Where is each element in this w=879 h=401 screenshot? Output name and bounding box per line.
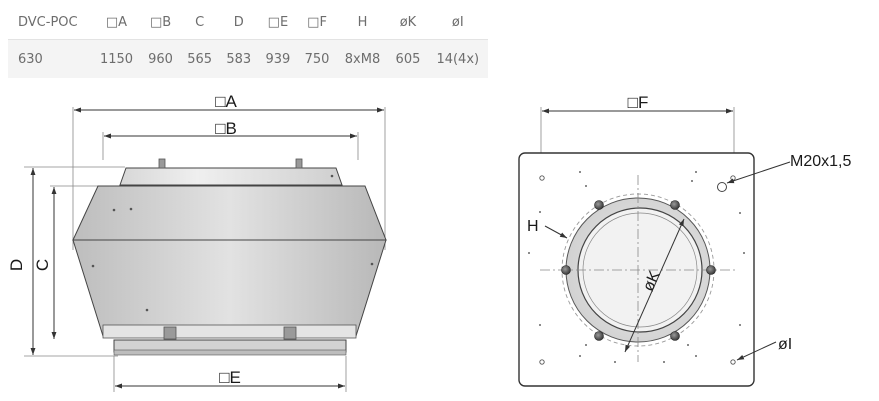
cell-a: 1150 [92, 39, 141, 78]
label-b: □B [215, 119, 237, 138]
fan-housing [72, 158, 387, 356]
header-model: DVC-POC [8, 5, 92, 40]
label-f: □F [628, 93, 649, 112]
dimension-b [102, 132, 359, 160]
label-d: D [7, 259, 26, 271]
bracket-left [163, 326, 177, 340]
cell-d: 583 [219, 39, 259, 78]
header-d: D [219, 5, 259, 40]
cell-model: 630 [8, 39, 92, 78]
label-i: øI [778, 336, 792, 353]
cell-b: 960 [140, 39, 181, 78]
cell-e: 939 [258, 39, 298, 78]
cell-h: 8xM8 [336, 39, 389, 78]
cell-i: 14(4x) [427, 39, 488, 78]
label-c: C [33, 259, 52, 271]
side-view: □A □B D C [7, 92, 387, 392]
diameter-k-line [624, 218, 685, 353]
cell-k: 605 [388, 39, 428, 78]
dimension-e [113, 356, 347, 392]
cell-f: 750 [297, 39, 337, 78]
dimension-table: DVC-POC □A □B C D □E □F H øK øI 630 1150… [8, 5, 488, 78]
dimension-d [24, 166, 125, 357]
label-e: □E [219, 368, 241, 387]
header-a: □A [92, 5, 141, 40]
bracket-right [283, 326, 297, 340]
header-f: □F [297, 5, 337, 40]
dimension-c [50, 185, 100, 339]
header-e: □E [258, 5, 298, 40]
header-i: øI [427, 5, 488, 40]
header-c: C [180, 5, 220, 40]
table-header-row: DVC-POC □A □B C D □E □F H øK øI [8, 5, 488, 40]
cable-gland [717, 182, 727, 192]
dimension-a [72, 107, 386, 250]
header-b: □B [140, 5, 181, 40]
cell-c: 565 [180, 39, 220, 78]
lifting-eye-left [158, 158, 166, 169]
label-a: □A [215, 92, 237, 111]
header-k: øK [388, 5, 428, 40]
label-thread: M20x1,5 [790, 153, 851, 170]
header-h: H [336, 5, 389, 40]
top-view: □F [518, 93, 851, 387]
table-row: 630 1150 960 565 583 939 750 8xM8 605 14… [8, 39, 488, 78]
lifting-eye-right [295, 158, 303, 169]
label-h: H [527, 218, 539, 235]
label-k: øK [640, 268, 664, 294]
